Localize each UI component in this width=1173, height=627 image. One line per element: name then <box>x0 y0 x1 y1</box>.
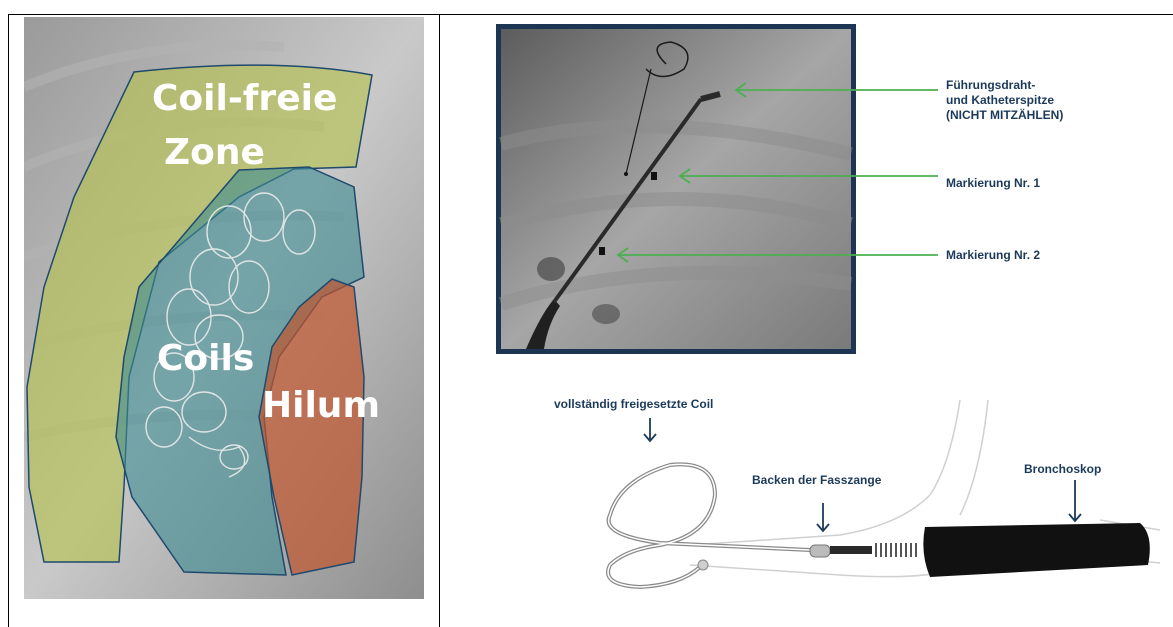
marker2-label: Markierung Nr. 2 <box>946 248 1040 262</box>
coil-free-zone-label-line2: Zone <box>164 132 265 174</box>
guidewire-label-line2: und Katheterspitze <box>946 93 1054 107</box>
guidewire-label-line1: Führungsdraht- <box>946 78 1035 92</box>
bronchoscope-body <box>923 523 1149 577</box>
coil-forceps-diagram <box>540 385 1160 615</box>
coil-free-zone-label-line1: Coil-freie <box>152 78 337 120</box>
hilum-label: Hilum <box>262 385 380 427</box>
fluoro-arrows <box>600 80 950 270</box>
marker1-label: Markierung Nr. 1 <box>946 176 1040 190</box>
guidewire-label-line3: (NICHT MITZÄHLEN) <box>946 108 1063 122</box>
coils-label: Coils <box>157 338 254 380</box>
coil-wire <box>608 464 810 587</box>
